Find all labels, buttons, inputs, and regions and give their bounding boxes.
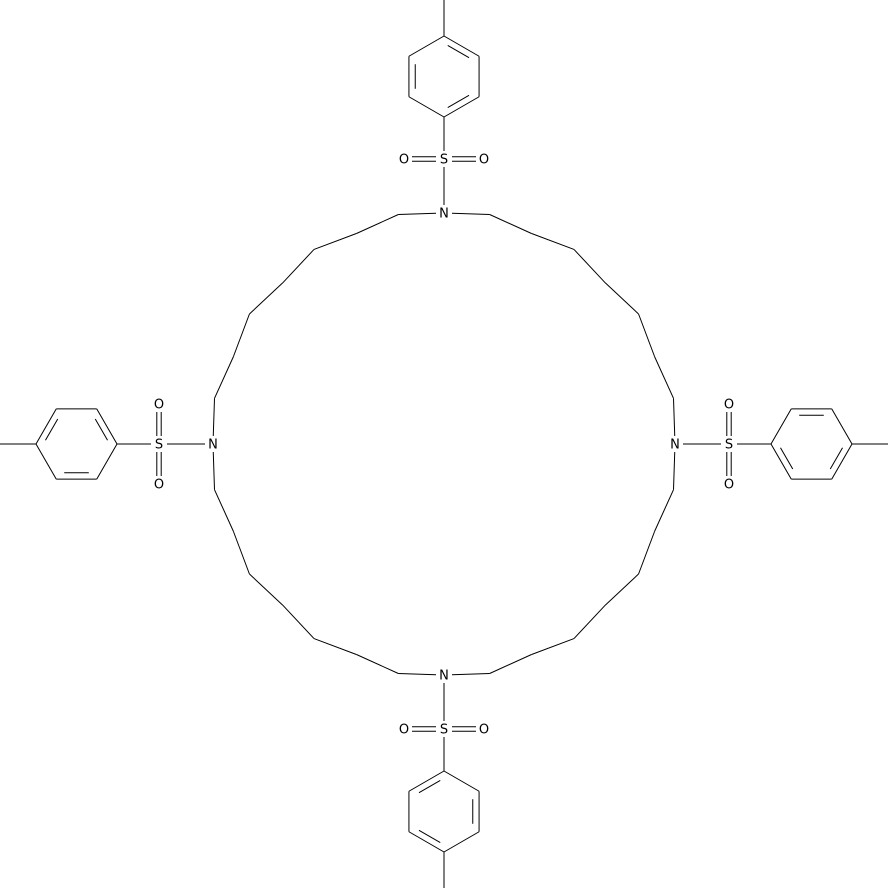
aromatic-inner-bond bbox=[829, 447, 843, 470]
ring-bond bbox=[638, 531, 656, 575]
ring-bond bbox=[232, 531, 250, 575]
aromatic-bond bbox=[408, 831, 445, 853]
ring-bond bbox=[638, 313, 656, 357]
sulfur-atom-3: S bbox=[440, 723, 448, 738]
aromatic-inner-bond bbox=[418, 829, 441, 843]
ring-bond bbox=[654, 489, 674, 532]
oxygen-atom-2-1: O bbox=[724, 478, 734, 493]
ring-bond bbox=[451, 212, 490, 215]
aromatic-bond bbox=[770, 408, 792, 445]
ring-bond bbox=[489, 654, 532, 674]
ring-bond bbox=[654, 356, 674, 399]
aromatic-bond bbox=[96, 443, 118, 480]
aromatic-inner-bond bbox=[780, 447, 794, 470]
labels-layer: O O S N O O S N O O S N O O S N bbox=[154, 153, 734, 738]
ring-bond bbox=[573, 249, 606, 284]
aromatic-bond bbox=[831, 443, 853, 480]
ring-bond bbox=[212, 451, 215, 490]
aromatic-bond bbox=[408, 35, 445, 57]
nitrogen-atom-right: N bbox=[670, 438, 680, 453]
ring-bond bbox=[214, 489, 234, 532]
aromatic-bond bbox=[96, 408, 118, 445]
aromatic-bond bbox=[443, 770, 480, 792]
oxygen-atom-3-2: O bbox=[479, 723, 489, 738]
ring-bond bbox=[232, 313, 250, 357]
oxygen-atom-2-2: O bbox=[724, 398, 734, 413]
ring-bond bbox=[673, 451, 676, 490]
oxygen-atom-3-1: O bbox=[399, 723, 409, 738]
nitrogen-atom-top: N bbox=[439, 207, 449, 222]
oxygen-atom-4-1: O bbox=[154, 398, 164, 413]
nitrogen-atom-bottom: N bbox=[439, 669, 449, 684]
aromatic-bond bbox=[35, 443, 57, 480]
oxygen-atom-4-2: O bbox=[154, 478, 164, 493]
ring-bond bbox=[313, 638, 357, 656]
ring-bond bbox=[249, 573, 284, 606]
aromatic-bond bbox=[408, 96, 445, 118]
ring-bond bbox=[489, 214, 532, 234]
ring-bond bbox=[398, 212, 437, 215]
ring-bond bbox=[451, 673, 490, 676]
aromatic-bond bbox=[443, 831, 480, 853]
aromatic-inner-bond bbox=[447, 45, 470, 59]
ring-bond bbox=[531, 638, 575, 656]
aromatic-bond bbox=[831, 408, 853, 445]
nitrogen-atom-left: N bbox=[208, 438, 218, 453]
ring-bond bbox=[212, 398, 215, 437]
aromatic-bond bbox=[408, 770, 445, 792]
ring-bond bbox=[398, 673, 437, 676]
ring-bond bbox=[356, 654, 399, 674]
ring-bond bbox=[214, 356, 234, 399]
aromatic-bond bbox=[443, 35, 480, 57]
oxygen-atom-1-2: O bbox=[399, 153, 409, 168]
aromatic-bond bbox=[35, 408, 57, 445]
ring-bond bbox=[356, 214, 399, 234]
aromatic-bond bbox=[443, 96, 480, 118]
ring-bond bbox=[604, 282, 639, 315]
sulfur-atom-2: S bbox=[725, 438, 733, 453]
aromatic-inner-bond bbox=[94, 418, 108, 441]
aromatic-inner-bond bbox=[45, 418, 59, 441]
oxygen-atom-1-1: O bbox=[479, 153, 489, 168]
sulfur-atom-4: S bbox=[155, 438, 163, 453]
ring-bond bbox=[604, 573, 639, 606]
sulfur-atom-1: S bbox=[440, 153, 448, 168]
ring-bond bbox=[282, 249, 315, 284]
ring-bond bbox=[673, 398, 676, 437]
ring-bond bbox=[249, 282, 284, 315]
ring-bond bbox=[313, 232, 357, 250]
aromatic-bond bbox=[770, 443, 792, 480]
aromatic-inner-bond bbox=[418, 780, 441, 794]
ring-bond bbox=[531, 232, 575, 250]
ring-bond bbox=[573, 604, 606, 639]
ring-bond bbox=[282, 604, 315, 639]
aromatic-inner-bond bbox=[447, 94, 470, 108]
